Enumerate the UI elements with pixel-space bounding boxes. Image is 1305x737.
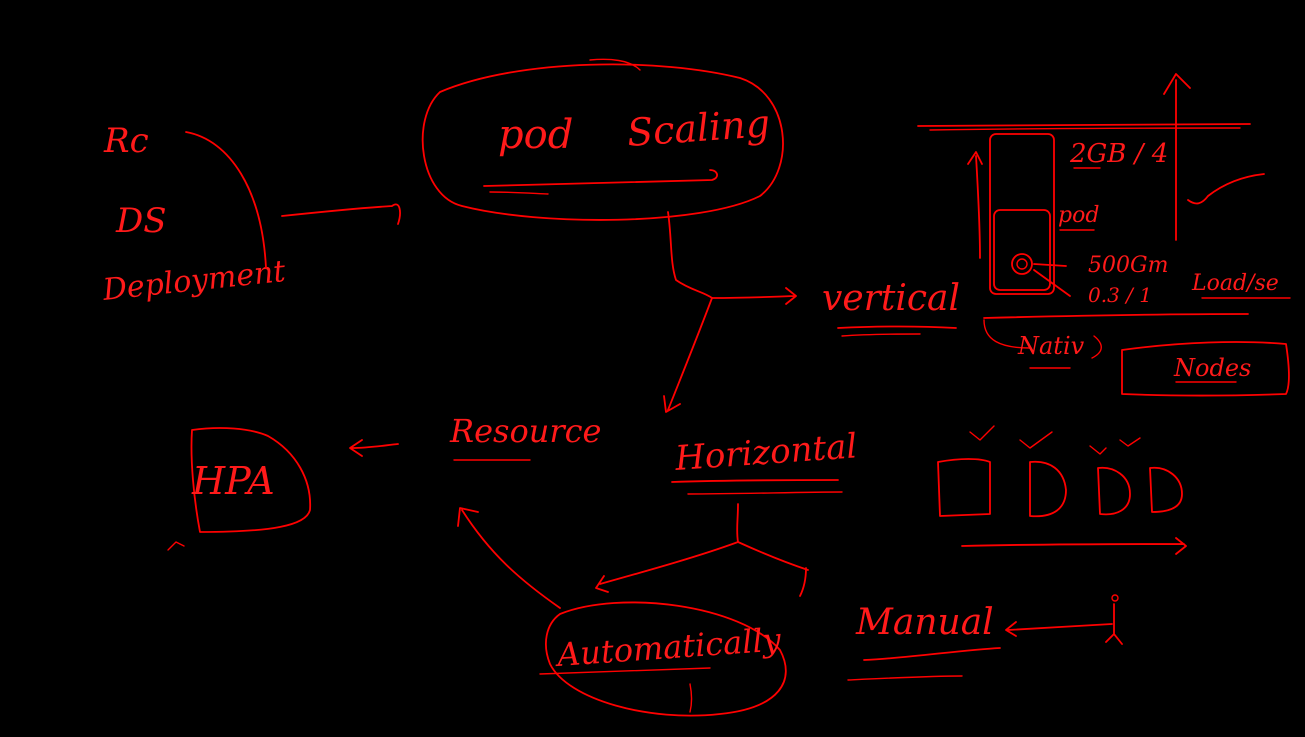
limit-value-label: 500Gm xyxy=(1088,253,1168,278)
axis-up-arrow xyxy=(1163,73,1191,241)
nativ-label: Nativ xyxy=(1017,332,1085,360)
pod-scaling-title-scaling: Scaling xyxy=(626,101,772,155)
checkmark-icon xyxy=(969,425,1141,455)
node-line xyxy=(983,313,1249,319)
resource-to-hpa-arrow xyxy=(349,439,399,457)
branch-stem xyxy=(667,211,713,299)
automatically-ellipse xyxy=(545,601,787,717)
resource-label: Resource xyxy=(449,412,601,450)
horizontal-stem xyxy=(736,503,739,543)
auto-to-resource-arrow xyxy=(457,507,561,609)
pod-boxes-icon xyxy=(937,425,1187,555)
ram-cpu-label: 2GB / 4 xyxy=(1069,139,1168,169)
small-up-arrow xyxy=(967,151,983,259)
branch-lines xyxy=(663,211,797,413)
pod-scaling-ellipse xyxy=(421,63,784,221)
automatically-node: Automatically xyxy=(457,507,787,717)
manual-label: Manual xyxy=(855,602,994,643)
horizontal-node: Horizontal xyxy=(595,426,859,597)
resource-node: Resource xyxy=(349,412,601,461)
pod-small-label: pod xyxy=(1058,203,1099,228)
pod-scaling-node: pod Scaling xyxy=(421,58,784,221)
left-list: Rc DS Deployment xyxy=(100,121,401,308)
horizontal-label: Horizontal xyxy=(673,426,859,479)
left-list-item-deployment: Deployment xyxy=(100,254,288,308)
hpa-box xyxy=(190,427,311,533)
manual-node: Manual xyxy=(847,594,1123,681)
hpa-node: HPA xyxy=(167,427,311,551)
horizontal-branch-left xyxy=(595,541,739,593)
stick-figure-icon xyxy=(1105,603,1123,645)
nodes-box xyxy=(1121,341,1290,397)
branch-to-horizontal xyxy=(663,297,713,413)
container-circle xyxy=(1011,253,1033,275)
pod-outer-box xyxy=(989,133,1055,295)
manual-arrow xyxy=(1005,621,1113,637)
horizontal-branch-right xyxy=(737,541,809,597)
automatically-label: Automatically xyxy=(553,620,783,674)
pods-row-arrow xyxy=(961,537,1187,555)
vertical-node: vertical xyxy=(822,278,960,337)
vertical-detail: 2GB / 4 pod 500Gm 0.3 / 1 Load/se Nativ … xyxy=(917,73,1291,397)
left-list-item-ds: DS xyxy=(115,201,167,241)
branch-to-vertical xyxy=(711,287,797,305)
hpa-label: HPA xyxy=(191,459,275,503)
left-list-bracket xyxy=(185,131,267,269)
pod-scaling-underline xyxy=(483,169,718,187)
left-list-item-rc: Rc xyxy=(103,121,149,161)
left-to-pod-arrow xyxy=(281,203,401,225)
pod-scaling-title-pod: pod xyxy=(498,112,573,158)
pod-inner-box xyxy=(993,209,1051,291)
vertical-label: vertical xyxy=(822,278,960,319)
limit-value2-label: 0.3 / 1 xyxy=(1088,283,1152,307)
load-label: Load/se xyxy=(1191,271,1279,296)
nodes-label: Nodes xyxy=(1173,354,1251,382)
top-line xyxy=(917,123,1251,127)
check-mark xyxy=(1187,173,1265,205)
